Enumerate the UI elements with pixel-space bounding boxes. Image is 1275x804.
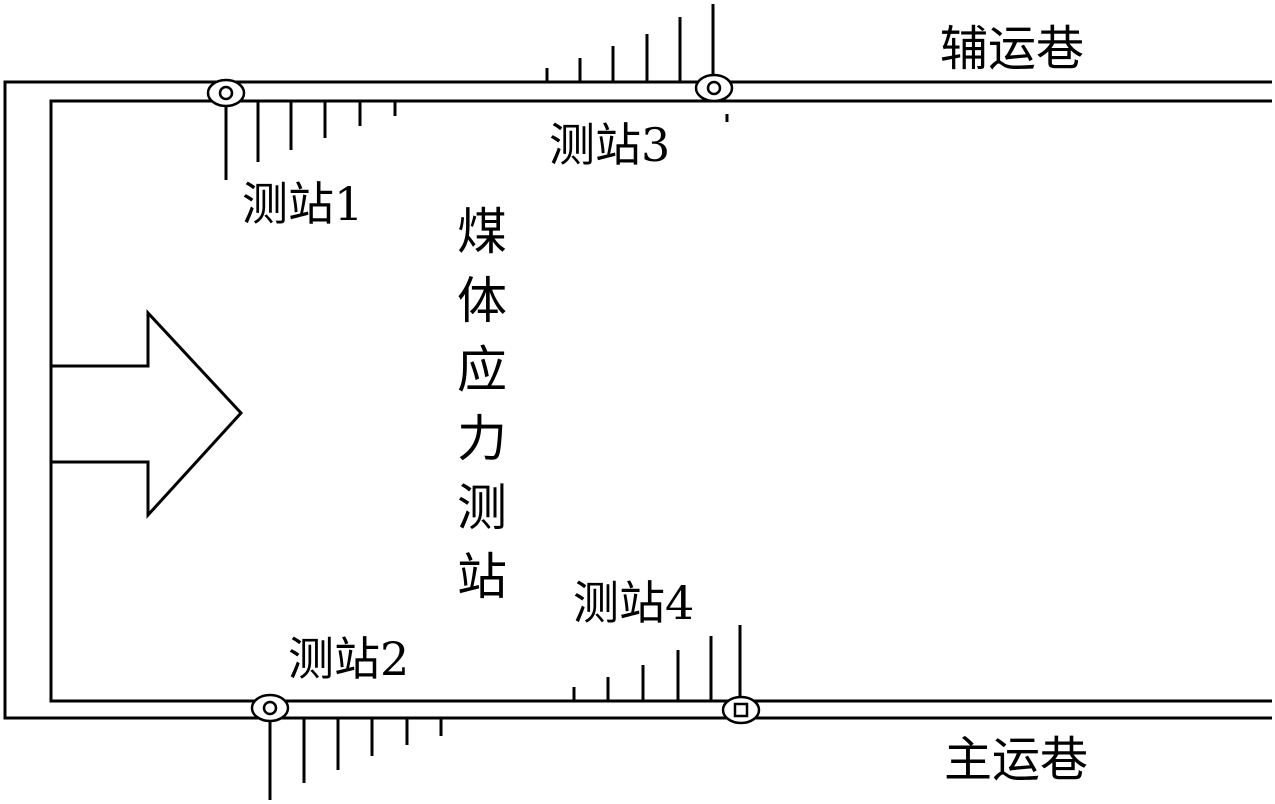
station-4-stress-profile	[572, 625, 742, 701]
advance-direction-arrow	[51, 309, 244, 519]
title-char: 煤	[457, 203, 507, 261]
station-1-label: 测站1	[242, 177, 364, 231]
station-2-stress-profile	[268, 718, 443, 800]
station-1-stress-profile	[224, 101, 397, 180]
station-3-label: 测站3	[549, 118, 671, 172]
title-char: 体	[457, 272, 507, 330]
title-char: 力	[457, 410, 507, 468]
coal-stress-station-title: 煤 体 应 力 测 站	[452, 198, 512, 612]
station-3-marker	[694, 73, 734, 103]
station-1-marker	[206, 78, 246, 108]
auxiliary-roadway-label: 辅运巷	[940, 21, 1085, 77]
station-4-marker	[721, 695, 761, 725]
station-2-label: 测站2	[288, 632, 410, 686]
station-4-label: 测站4	[573, 576, 695, 630]
title-char: 站	[457, 548, 507, 606]
inner-boundary	[49, 99, 1272, 703]
station-2-marker	[250, 693, 290, 723]
main-roadway-label: 主运巷	[944, 732, 1089, 788]
outer-boundary	[3, 80, 1272, 720]
title-char: 应	[457, 341, 507, 399]
station-3-stress-profile	[545, 4, 729, 122]
title-char: 测	[457, 479, 507, 537]
